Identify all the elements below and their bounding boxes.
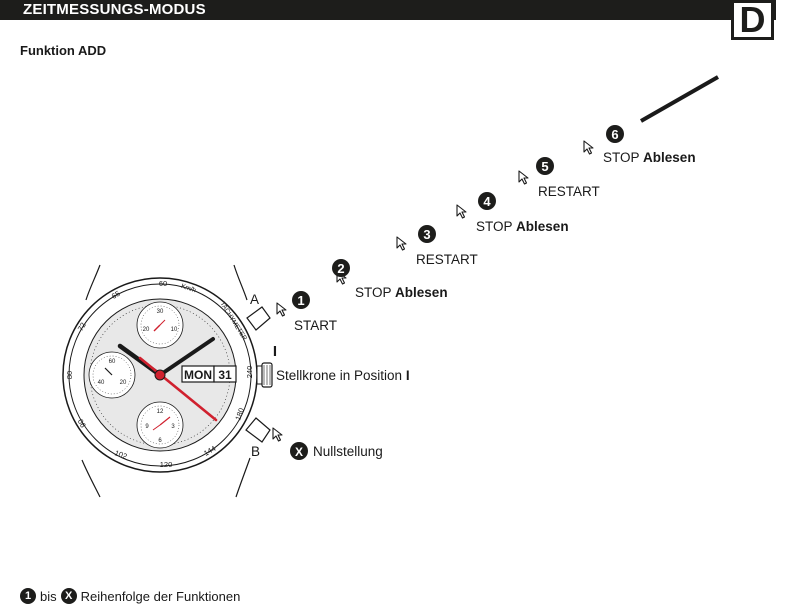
bezel-number: 240 [245,366,254,379]
subdial-left: 60 40 20 [88,351,136,399]
bezel-number: 60 [159,279,167,288]
subdial-number: 10 [171,327,178,333]
subdial-number: 20 [120,380,127,386]
crown-position-marker: I [273,343,277,360]
subdial-number: 3 [171,424,175,430]
step-6: 6 STOP Ablesen [583,125,696,165]
reset-step: X Nullstellung [272,427,383,460]
date-window: MON 31 [181,365,237,383]
step-number: 6 [611,127,618,142]
language-indicator: D [731,0,774,40]
press-icon [518,170,529,185]
step-label: STOP Ablesen [476,219,569,234]
step-badge [536,157,554,175]
legend-end-badge: X [60,588,77,604]
reset-symbol: X [295,445,303,459]
step-number: 2 [337,261,344,276]
bezel-number: 90 [76,417,88,429]
step-badge [292,291,310,309]
pusher-a-label: A [250,292,259,307]
minute-hand [158,337,215,377]
crown-stem [256,365,263,385]
bezel-number: 120 [160,460,173,469]
legend-footer: 1 bis X Reihenfolge der Funktionen [20,588,240,604]
step-number: 5 [541,159,548,174]
step-label: STOP Ablesen [603,150,696,165]
bezel-number: 80 [65,371,74,379]
legend-connector: bis [40,588,57,604]
date-day: 31 [218,368,232,382]
step-4: 4 STOP Ablesen [456,192,569,234]
legend-start-badge: 1 [20,588,36,604]
legend-text: Reihenfolge der Funktionen [80,588,241,604]
step-badge [478,192,496,210]
pusher-a [246,306,271,331]
step-label: RESTART [538,184,600,199]
step-label: START [294,318,337,333]
step-badge [606,125,624,143]
press-icon [583,140,594,155]
bezel-number: 65 [110,289,122,301]
subdial-number: 30 [157,309,164,315]
reset-label: Nullstellung [313,444,383,459]
language-letter: D [739,0,766,40]
press-icon [276,302,287,317]
step-badge [332,259,350,277]
bezel-number: 72 [76,321,88,333]
step-label: RESTART [416,252,478,267]
subdial-number: 9 [145,424,149,430]
watch-hands [117,337,218,422]
pusher-b [245,417,271,443]
press-icon [396,236,407,251]
bezel-number: 102 [113,448,128,461]
chrono-hand [138,356,218,422]
step-badge [418,225,436,243]
step-number: 3 [423,227,430,242]
subdial-number: 6 [158,438,162,444]
subdial-number: 40 [98,380,105,386]
crown-instruction: Stellkrone in Position I [276,368,410,383]
subdial-bottom: 12 9 3 6 [136,401,184,449]
date-weekday: MON [184,368,212,382]
bezel-unit: Km/h [180,283,197,294]
subdial-number: 12 [157,409,164,415]
function-subtitle: Funktion ADD [20,43,107,58]
step-5: 5 RESTART [518,157,600,199]
press-icon [456,204,467,219]
subdial-number: 60 [109,359,116,365]
reset-badge [290,442,308,460]
hand-pivot [154,369,166,381]
step-number: 1 [297,293,304,308]
subdial-top: 30 20 10 [136,301,184,349]
motion-line [640,75,719,123]
page-title: ZEITMESSUNGS-MODUS [23,1,206,18]
watch-pushers [245,306,273,443]
pusher-b-label: B [251,444,260,459]
step-2: 2 STOP Ablesen [332,259,448,300]
bezel-number: 180 [233,407,246,422]
step-number: 4 [483,194,491,209]
step-3: 3 RESTART [396,225,478,267]
header-bar: ZEITMESSUNGS-MODUS [0,0,776,20]
step-1: 1 START [276,291,337,333]
watch-strap [81,264,251,498]
press-icon [272,427,283,442]
step-label: STOP Ablesen [355,285,448,300]
subdial-number: 20 [143,327,150,333]
